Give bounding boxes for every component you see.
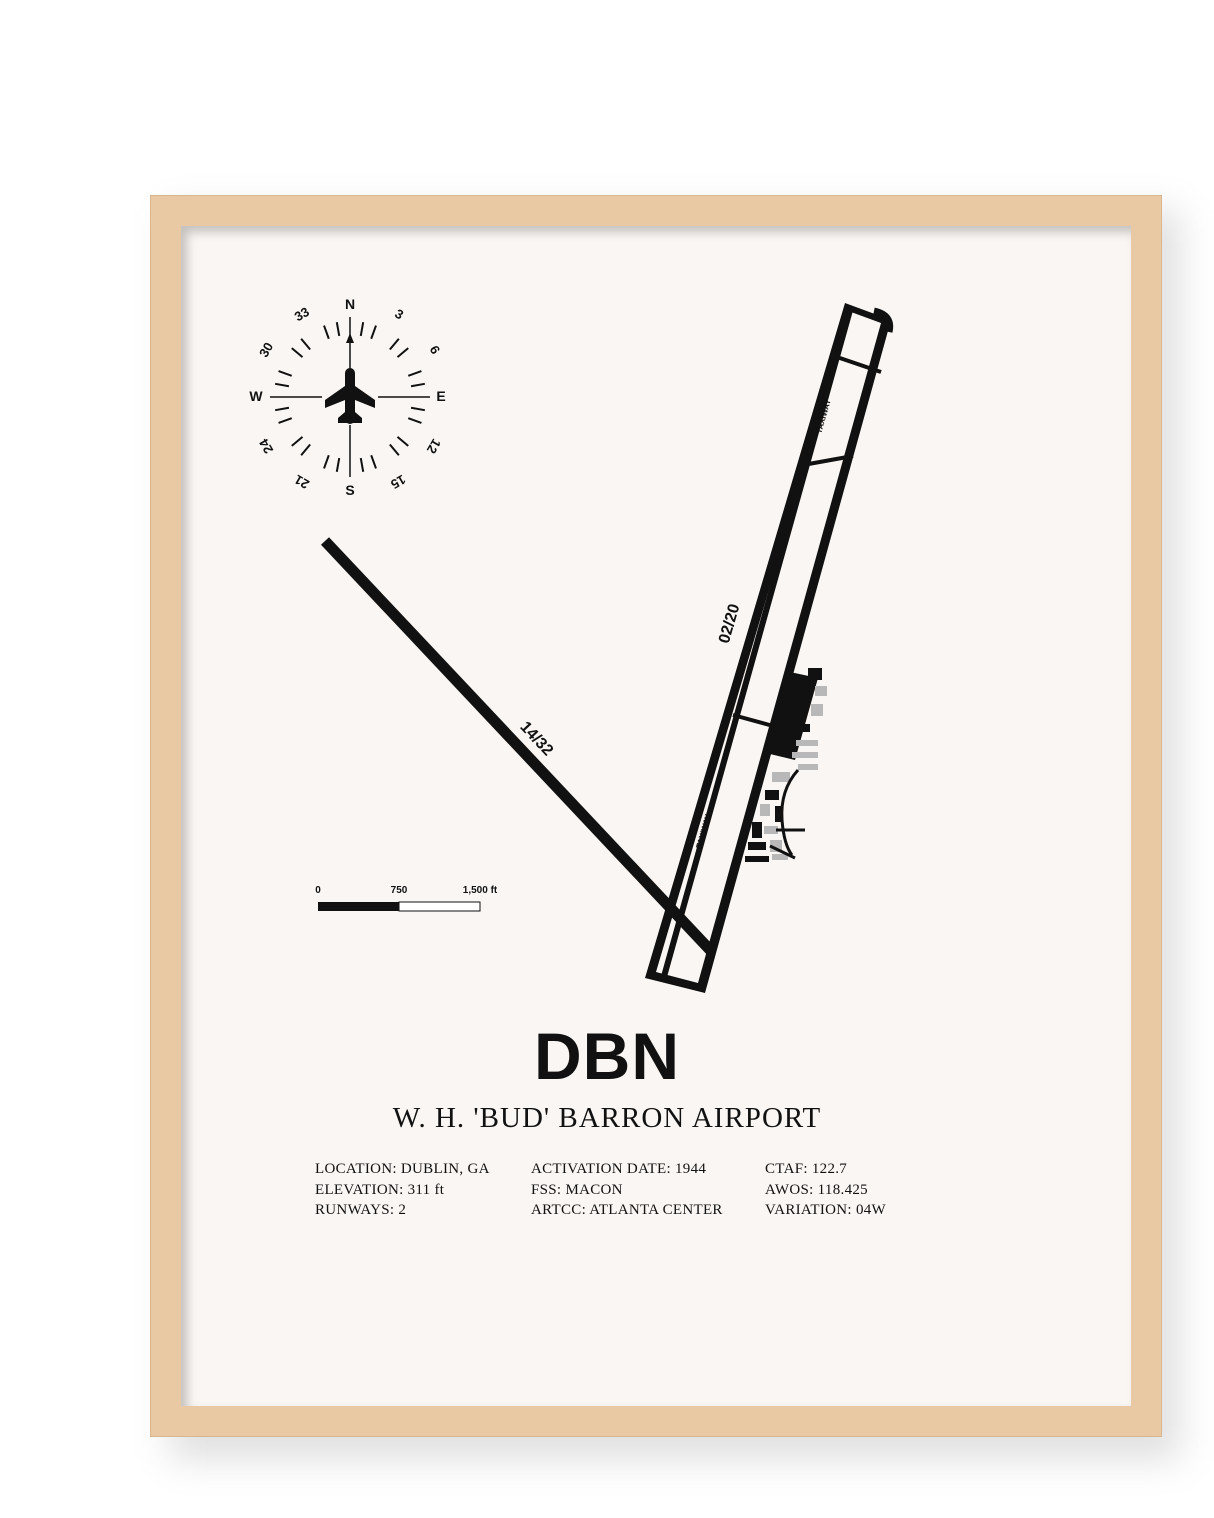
- info-runways: RUNWAYS: 2: [315, 1202, 407, 1218]
- compass-tick: [410, 406, 426, 412]
- scale-label-start: 0: [315, 885, 321, 896]
- info-ctaf: CTAF: 122.7: [765, 1161, 848, 1177]
- info-column-1: LOCATION: DUBLIN, GA ELEVATION: 311 ft R…: [315, 1159, 490, 1221]
- info-artcc: ARTCC: ATLANTA CENTER: [531, 1202, 723, 1218]
- info-location: LOCATION: DUBLIN, GA: [315, 1161, 490, 1177]
- compass-tick: [291, 347, 304, 358]
- compass-tick: [370, 454, 377, 469]
- compass-tick: [300, 443, 311, 456]
- info-elevation: ELEVATION: 311 ft: [315, 1181, 445, 1198]
- compass-tick: [300, 338, 311, 351]
- airplane-icon: [325, 368, 375, 424]
- compass-tick: [396, 347, 409, 358]
- compass-degree-12: 12: [424, 436, 444, 456]
- compass-tick: [407, 417, 422, 424]
- compass-tick: [323, 325, 330, 340]
- compass-degree-24: 24: [256, 436, 277, 457]
- compass-degree-3: 3: [392, 306, 406, 323]
- compass-tick: [274, 382, 290, 388]
- info-variation: VARIATION: 04W: [765, 1202, 886, 1218]
- airport-name: W. H. 'BUD' BARRON AIRPORT: [392, 1102, 822, 1134]
- info-column-2: ACTIVATION DATE: 1944 FSS: MACON ARTCC: …: [531, 1159, 723, 1221]
- runway-02-20-label: 02/20: [716, 602, 743, 645]
- compass-tick: [396, 436, 409, 447]
- scale-label-end: 1,500 ft: [463, 885, 498, 896]
- compass-degree-15: 15: [388, 472, 408, 492]
- info-awos: AWOS: 118.425: [765, 1181, 868, 1198]
- apron-buildings: [745, 668, 827, 862]
- compass-tick: [359, 457, 365, 473]
- compass-tick: [410, 382, 426, 388]
- compass-rose: N E S W 3 6 12 15 21 24 30 33: [249, 296, 445, 498]
- compass-tick: [407, 370, 422, 377]
- compass-degree-6: 6: [427, 343, 444, 357]
- compass-degree-21: 21: [292, 472, 312, 492]
- compass-tick: [389, 443, 400, 456]
- scale-bar: 0 750 1,500 ft: [315, 885, 498, 912]
- compass-east-label: E: [436, 388, 445, 404]
- compass-degree-30: 30: [256, 340, 276, 360]
- compass-tick: [370, 325, 377, 340]
- runway-02-20: [645, 303, 894, 993]
- compass-ticks: [270, 317, 430, 477]
- runway-14-32: [320, 537, 716, 955]
- compass-tick: [291, 436, 304, 447]
- compass-tick: [278, 417, 293, 424]
- scale-label-mid: 750: [391, 885, 408, 896]
- compass-west-label: W: [249, 388, 263, 404]
- info-fss: FSS: MACON: [531, 1181, 623, 1198]
- compass-tick: [335, 321, 341, 337]
- info-column-3: CTAF: 122.7 AWOS: 118.425 VARIATION: 04W: [765, 1159, 886, 1221]
- compass-degree-33: 33: [292, 304, 312, 324]
- airport-code: DBN: [534, 1019, 680, 1093]
- compass-tick: [359, 321, 365, 337]
- compass-north-label: N: [345, 296, 355, 312]
- compass-south-label: S: [345, 482, 354, 498]
- compass-tick: [335, 457, 341, 473]
- compass-tick: [323, 454, 330, 469]
- compass-tick: [389, 338, 400, 351]
- compass-tick: [274, 406, 290, 412]
- north-arrow-icon: [346, 333, 354, 343]
- info-activation-date: ACTIVATION DATE: 1944: [531, 1161, 707, 1177]
- compass-tick: [278, 370, 293, 377]
